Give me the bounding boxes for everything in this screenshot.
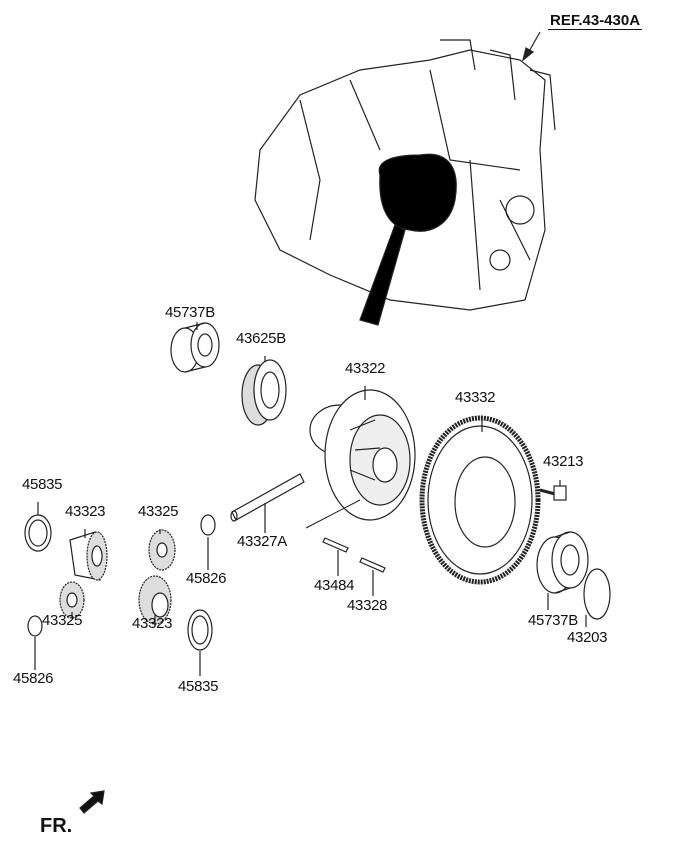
part-label-45835[interactable]: 45835 [22, 476, 63, 493]
oil-seal-shape [241, 359, 287, 426]
part-label-43325-left[interactable]: 43325 [42, 612, 83, 629]
part-label-43203[interactable]: 43203 [567, 629, 608, 646]
part-label-43322[interactable]: 43322 [345, 360, 386, 377]
pinion-gear-center-shape [148, 529, 176, 571]
washer-bottom-shape [187, 609, 213, 651]
front-direction-label: FR. [40, 815, 73, 837]
ring-gear-shape [419, 415, 541, 585]
washer-small-left-shape [27, 615, 43, 637]
side-gear-left-shape [69, 531, 108, 581]
part-label-45826-left[interactable]: 45826 [13, 670, 54, 687]
part-label-43213[interactable]: 43213 [543, 453, 584, 470]
pins-shape [322, 537, 386, 573]
bearing-left-shape [170, 322, 220, 373]
bearing-right-shape [536, 531, 589, 594]
reference-label[interactable]: REF.43-430A [548, 12, 643, 30]
side-gear-center-shape [138, 575, 172, 625]
part-label-43625b[interactable]: 43625B [236, 330, 286, 347]
part-label-45737b-right[interactable]: 45737B [528, 612, 578, 629]
part-label-43484[interactable]: 43484 [314, 577, 355, 594]
part-label-43327a[interactable]: 43327A [237, 533, 287, 550]
snap-ring-shape [583, 568, 611, 620]
bolt-shape [539, 485, 567, 501]
part-label-45737b[interactable]: 45737B [165, 304, 215, 321]
front-arrow-icon [79, 790, 105, 814]
pinion-shaft-shape [230, 473, 305, 522]
part-label-45826[interactable]: 45826 [186, 570, 227, 587]
reference-arrow-icon [521, 47, 535, 62]
part-label-43323-center[interactable]: 43323 [132, 615, 173, 632]
pinion-gear-left-shape [59, 581, 85, 619]
part-label-43325[interactable]: 43325 [138, 503, 179, 520]
part-label-43323[interactable]: 43323 [65, 503, 106, 520]
washer-small-shape [200, 514, 216, 536]
part-label-43328[interactable]: 43328 [347, 597, 388, 614]
transmission-housing [254, 39, 556, 326]
part-label-45835-bottom[interactable]: 45835 [178, 678, 219, 695]
part-label-43332[interactable]: 43332 [455, 389, 496, 406]
differential-case-shape [309, 389, 416, 521]
